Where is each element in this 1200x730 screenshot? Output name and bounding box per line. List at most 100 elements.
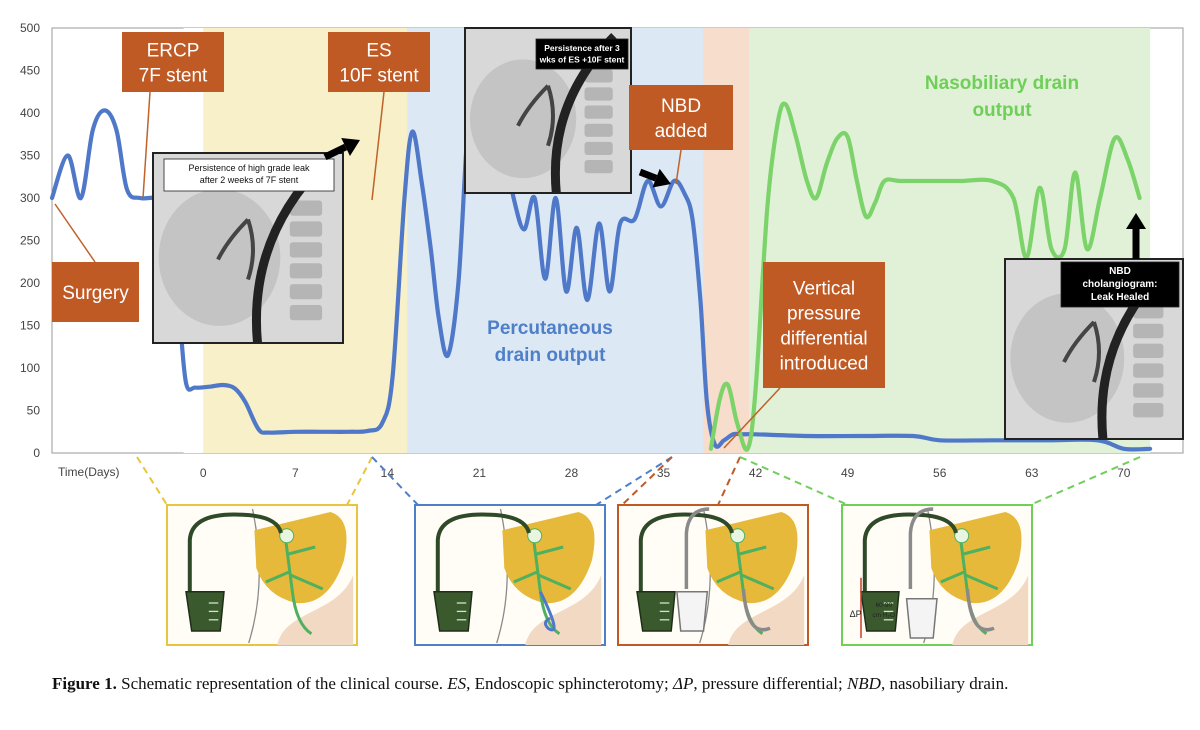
annotation-label: pressure [787,304,861,325]
dashed-connector [136,456,168,506]
collection-bag-icon [433,591,473,632]
x-tick-label: 0 [200,466,207,480]
y-tick-label: 400 [20,106,40,120]
anatomy-schematic-panel [166,504,358,646]
y-tick-label: 250 [20,234,40,248]
annotation-label: ERCP [147,41,200,62]
region-label-line: Percutaneous [487,318,613,339]
liver-shape [705,512,798,604]
annotation-box: Surgery [52,262,139,322]
annotation-label: added [655,121,708,142]
region-label-line: drain output [495,345,606,366]
bile-duct-tree [265,532,324,636]
x-tick-label: 21 [473,466,487,480]
annotation-label: 7F stent [139,66,208,87]
liver-shape [254,512,347,604]
y-tick-label: 200 [20,276,40,290]
duodenum-shape [525,575,602,645]
caption-text-1: Schematic representation of the clinical… [116,674,448,693]
inset-arrow [638,168,658,182]
caption-nbd: NBD [846,674,881,693]
external-drain-tube [187,512,283,592]
x-tick-label: 63 [1025,466,1039,480]
body-wall-line [248,508,260,644]
inset-label-line: wks of ES +10F stent [539,55,625,65]
dashed-connector [717,456,741,506]
pressure-range-label: 60-90 [875,602,892,609]
y-tick-label: 150 [20,319,40,333]
series-line-1 [708,101,1142,452]
fluoroscopy-inset-image: Persistence of high grade leak after 2 we… [152,152,344,344]
x-tick-label: 56 [933,466,947,480]
nasobiliary-tube [684,507,771,632]
annotation-label: NBD [661,96,701,117]
y-tick-label: 0 [33,446,40,460]
dashed-connector [621,456,673,506]
fluoroscopy-inset-image: Persistence after 3 wks of ES +10F stent [464,27,632,194]
annotation-box: NBD added [629,85,733,150]
dashed-connector [1029,456,1141,506]
y-tick-label: 500 [20,21,40,35]
annotation-label: Surgery [62,283,129,304]
annotation-label: differential [780,329,867,350]
y-tick-label: 450 [20,64,40,78]
caption-text-2: , Endoscopic sphincterotomy; [466,674,673,693]
inset-label-line: cholangiogram: [1082,279,1157,290]
duodenum-shape [277,575,354,645]
y-tick-label: 350 [20,149,40,163]
leak-site-icon [527,528,543,544]
annotation-box: ES 10F stent [328,32,430,92]
annotation-pointer [371,91,385,201]
body-wall-line [496,508,508,644]
x-tick-label: 7 [292,466,299,480]
bile-duct-tree [513,532,572,636]
region-label-line: output [972,100,1032,121]
external-drain-tube [435,512,531,592]
annotation-pointer [723,387,781,449]
inset-arrow-head [341,137,360,156]
annotation-pointer [142,91,151,199]
empty-bag-icon [676,591,709,632]
annotation-box: Vertical pressure differential introduced [763,262,885,388]
annotation-label: ES [366,41,391,62]
inset-arrow-head [1126,213,1146,229]
nasobiliary-tube [908,507,995,632]
x-tick-label: 28 [565,466,579,480]
x-tick-label: 49 [841,466,855,480]
dashed-connector [739,456,849,506]
delta-p-label: ΔP [850,609,862,619]
leak-site-icon [954,528,970,544]
annotation-pointer [54,203,96,263]
caption-text-3: , pressure differential; [693,674,847,693]
figure-caption: Figure 1. Schematic representation of th… [52,674,1172,694]
dashed-connector [346,456,373,506]
anatomy-schematic-panel [414,504,606,646]
inset-label-line: Persistence of high grade leak [188,163,310,173]
region-label-line: Nasobiliary drain [925,73,1079,94]
caption-dp: ΔP [672,674,694,693]
inset-arrow-head [652,168,671,188]
annotation-label: Vertical [793,279,855,300]
leak-site-icon [279,528,295,544]
liver-shape [929,512,1022,604]
x-tick-label: 70 [1117,466,1131,480]
annotation-label: introduced [780,354,869,375]
x-tick-label: 35 [657,466,671,480]
duodenum-shape [728,575,805,645]
x-axis-title: Time(Days) [58,465,120,479]
dashed-connector [595,456,673,506]
y-tick-label: 300 [20,191,40,205]
annotation-box: ERCP 7F stent [122,32,224,92]
collection-bag-icon [636,591,676,632]
inset-label-line: after 2 weeks of 7F stent [200,175,299,185]
inset-label-line: Persistence after 3 [544,43,620,53]
annotation-label: 10F stent [339,66,419,87]
x-tick-label: 42 [749,466,763,480]
caption-text-4: , nasobiliary drain. [880,674,1009,693]
caption-label: Figure 1. [52,674,117,693]
annotation-pointer [675,149,682,185]
lower-bag-icon [905,598,938,639]
inset-label-line: Leak Healed [1091,292,1149,303]
